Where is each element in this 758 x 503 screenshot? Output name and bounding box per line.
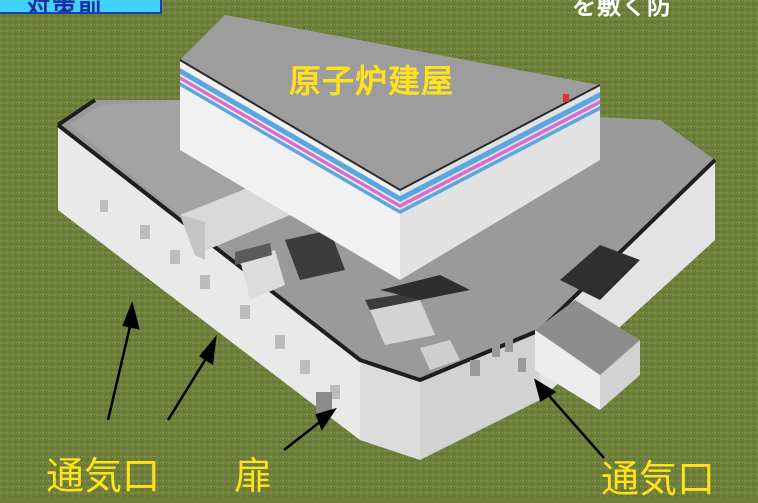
annex-right-wing-front: [535, 330, 600, 410]
pre-measure-tag: 対策前: [0, 0, 162, 14]
annex-front-wall-2: [420, 330, 540, 460]
pre-measure-tag-label: 対策前: [26, 0, 104, 14]
door-label: 扉: [234, 454, 273, 498]
vent-label-left: 通気口: [46, 454, 161, 498]
annex-front-wall: [360, 360, 420, 460]
door-mark: [316, 392, 332, 414]
reactor-roof: [180, 15, 600, 190]
vent-label-right: 通気口: [601, 457, 716, 501]
annex-right-wing-side: [600, 340, 640, 410]
annex-right-wing-roof: [535, 300, 640, 375]
cropped-header-text: を敷く防: [572, 0, 672, 20]
reactor-building-label: 原子炉建屋: [289, 62, 455, 100]
annex-roof-left: [70, 100, 280, 215]
